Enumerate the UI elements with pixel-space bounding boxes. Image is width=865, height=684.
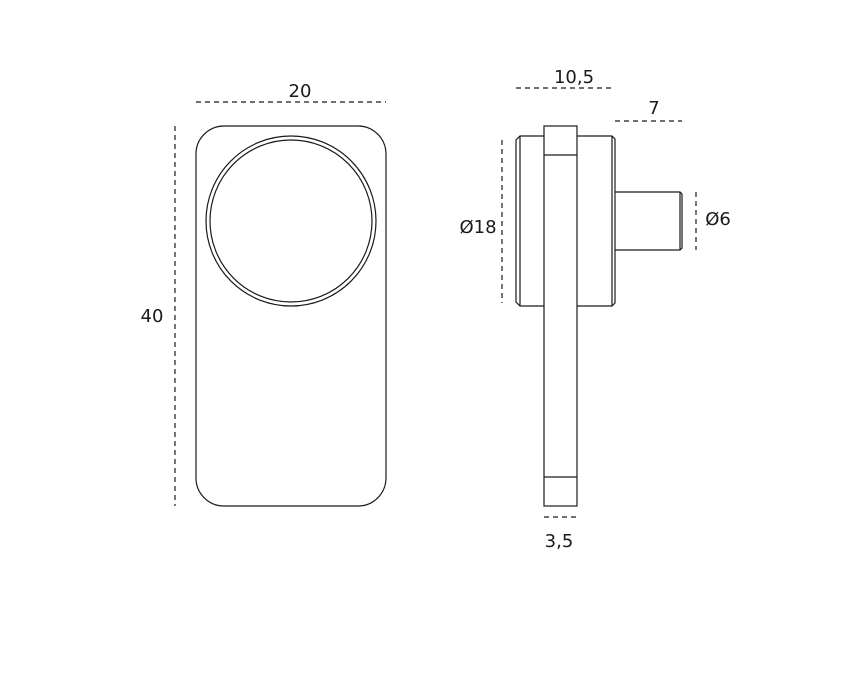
- side-depth-label: 10,5: [554, 67, 594, 88]
- spindle-side: [615, 191, 683, 251]
- rose-outer-circle: [205, 135, 377, 307]
- plate-thickness-dimension: 3,5: [544, 516, 577, 552]
- front-plate-outline: [195, 125, 387, 507]
- front-height-dimension: 40: [141, 126, 176, 506]
- plate-thickness-label: 3,5: [545, 531, 574, 552]
- rose-inner-circle: [209, 139, 373, 303]
- rose-diameter-label: Ø18: [459, 217, 496, 238]
- spindle-diameter-dimension: Ø6: [695, 192, 731, 250]
- spindle-diameter-label: Ø6: [705, 209, 731, 230]
- front-view: [195, 125, 387, 507]
- rose-diameter-dimension: Ø18: [459, 140, 503, 303]
- front-width-label: 20: [289, 81, 312, 102]
- side-depth-dimension: 10,5: [516, 67, 615, 89]
- back-plate-side: [543, 125, 578, 507]
- front-height-label: 40: [141, 306, 164, 327]
- front-width-dimension: 20: [196, 81, 386, 103]
- side-view: [515, 125, 683, 507]
- spindle-length-dimension: 7: [615, 98, 682, 122]
- spindle-length-label: 7: [648, 98, 659, 119]
